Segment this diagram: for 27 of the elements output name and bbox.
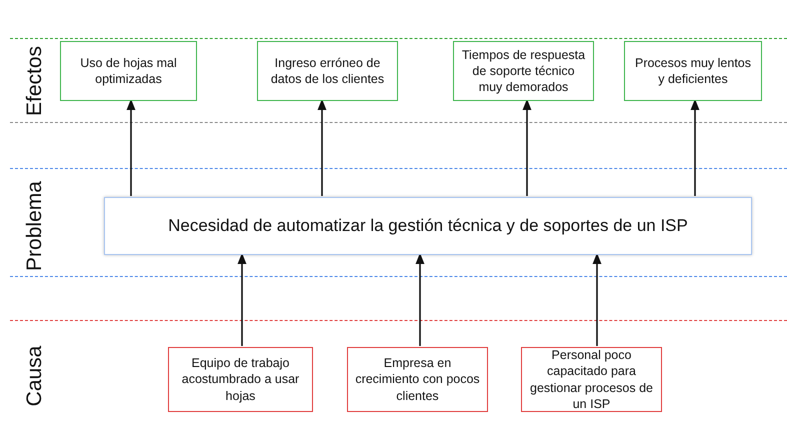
arrow [522, 98, 532, 196]
arrow [126, 98, 136, 196]
text-box [104, 197, 752, 255]
box-text: Ingreso erróneo de datos de los clientes [270, 54, 386, 88]
box-text: Empresa en crecimiento con pocos clientes [354, 355, 481, 404]
text-box [60, 41, 197, 101]
text-box [347, 347, 488, 412]
arrow [238, 252, 246, 346]
box-text: Tiempos de respuesta de soporte técnico muy demorados [460, 46, 586, 96]
arrow [318, 98, 326, 196]
box-text: Equipo de trabajo acostumbrado a usar hojas [180, 355, 300, 404]
box-text: Necesidad de automatizar la gestión técnica y de soportes de un ISP [168, 214, 688, 237]
box-text: Procesos muy lentos y deficientes [634, 54, 752, 88]
text-box [168, 347, 313, 412]
text-box [257, 41, 398, 101]
arrow [416, 252, 424, 346]
arrow [690, 98, 700, 196]
dashed-band [10, 168, 787, 277]
box-text: Personal poco capacitado para gestionar procesos de un ISP [529, 347, 654, 412]
text-box [453, 41, 594, 101]
band-label: Causa [23, 346, 47, 406]
band-label: Efectos [23, 46, 47, 116]
dashed-band [10, 38, 787, 123]
box-text: Uso de hojas mal optimizadas [79, 54, 178, 88]
band-label: Problema [23, 181, 47, 271]
text-box [624, 41, 762, 101]
arrow [592, 252, 602, 346]
